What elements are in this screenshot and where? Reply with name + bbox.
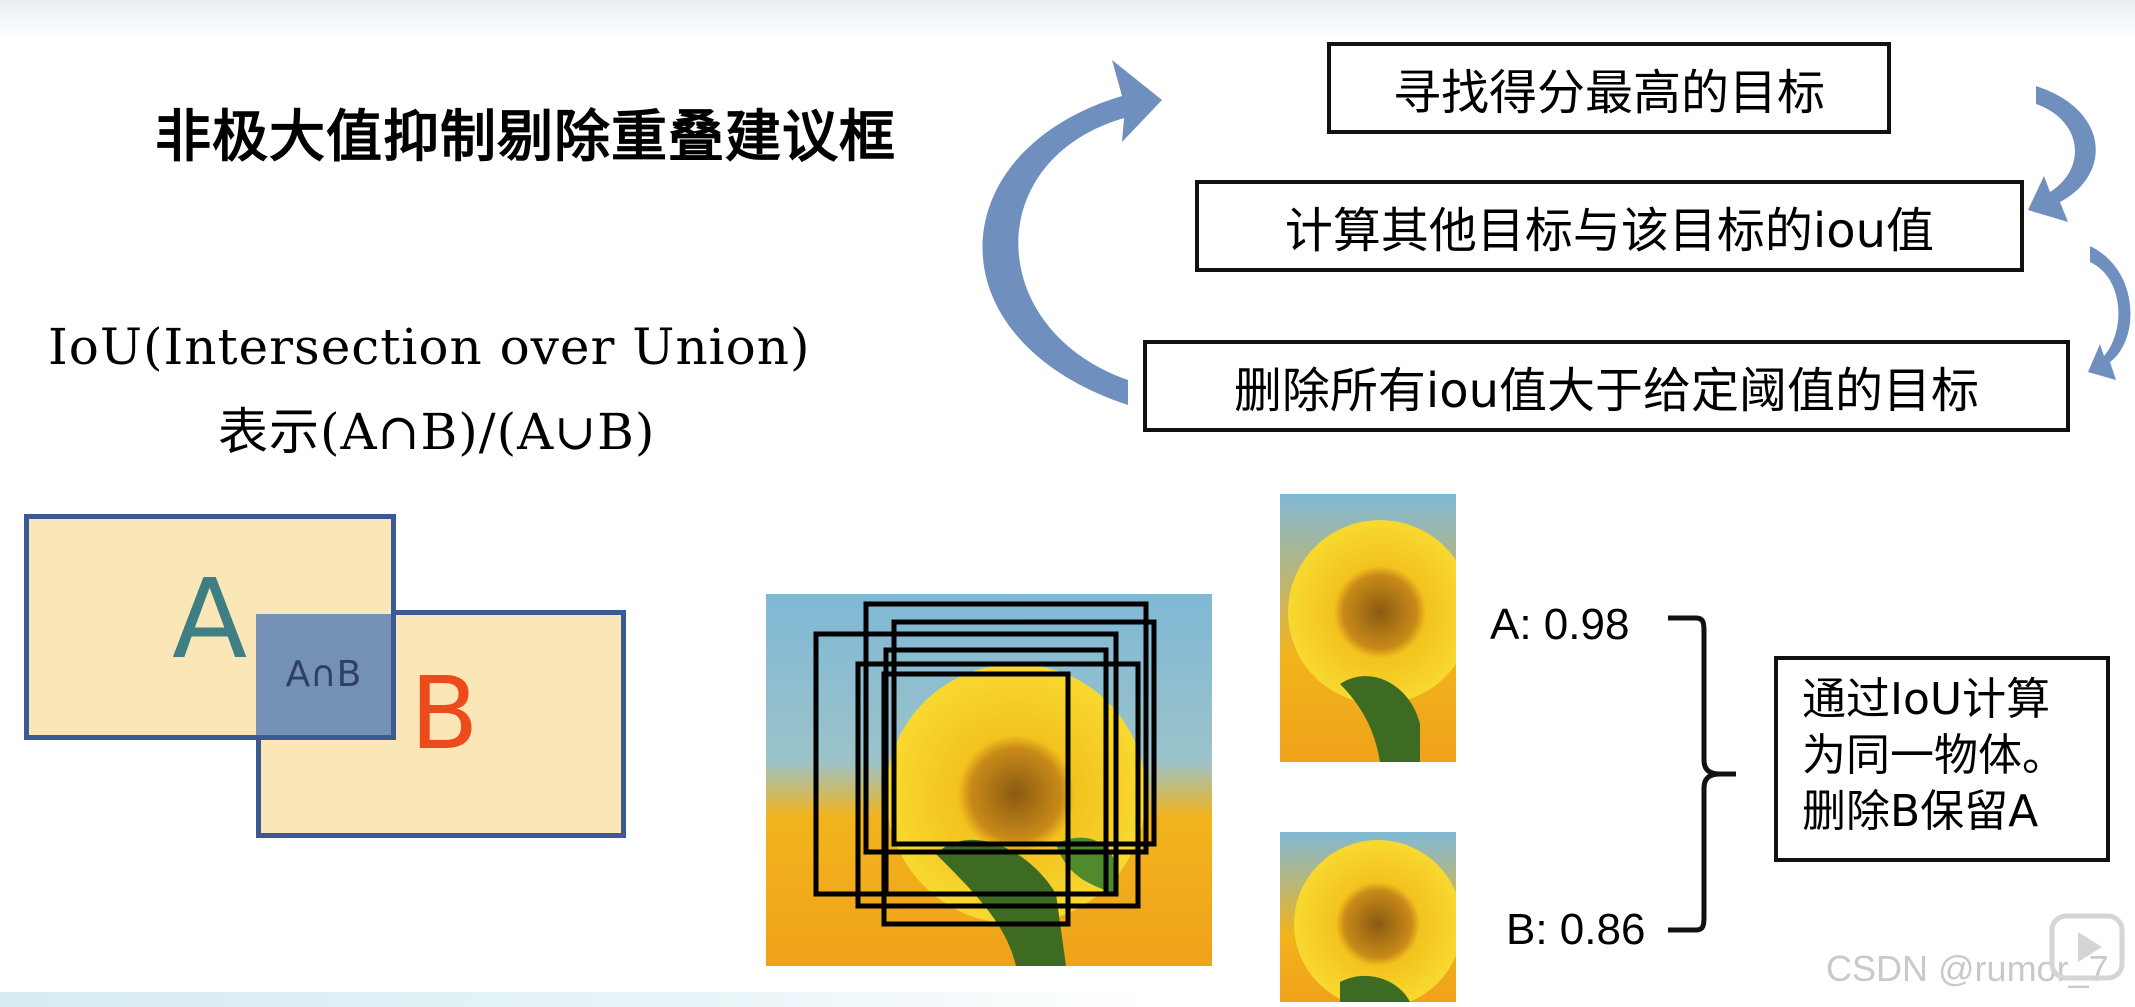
intersection-region: A∩B: [256, 614, 396, 740]
watermark: CSDN @rumor_7: [1826, 948, 2109, 989]
result-box: 通过IoU计算 为同一物体。 删除B保留A: [1774, 656, 2110, 862]
iou-formula: 表示(A∩B)/(A∪B): [218, 403, 656, 461]
right-arrow-1: [2028, 86, 2096, 222]
result-line-3: 删除B保留A: [1802, 786, 2039, 837]
right-arrow-2: [2088, 246, 2131, 380]
intersection-label: A∩B: [285, 654, 362, 695]
candidate-a-image: [1280, 494, 1456, 762]
step-compute-iou: 计算其他目标与该目标的iou值: [1195, 180, 2024, 272]
candidate-b-image: [1280, 832, 1456, 1002]
bracket: [1668, 615, 1736, 933]
left-cycle-arrow: [982, 60, 1162, 405]
label-b: B: [410, 655, 479, 772]
score-a: A: 0.98: [1490, 600, 1630, 649]
label-a: A: [172, 555, 248, 683]
result-line-1: 通过IoU计算: [1802, 674, 2051, 725]
step-find-highest-score: 寻找得分最高的目标: [1327, 42, 1891, 134]
slide-title: 非极大值抑制剔除重叠建议框: [155, 105, 896, 170]
result-line-2: 为同一物体。: [1802, 730, 2066, 781]
bottom-band: [0, 992, 1150, 1007]
top-band: [0, 0, 2135, 40]
score-b: B: 0.86: [1506, 905, 1646, 954]
sunflower-photo-with-boxes: [766, 594, 1212, 966]
step-remove-above-threshold: 删除所有iou值大于给定阈值的目标: [1143, 340, 2070, 432]
iou-definition: IoU(Intersection over Union): [48, 318, 811, 376]
play-icon: [2049, 913, 2125, 981]
